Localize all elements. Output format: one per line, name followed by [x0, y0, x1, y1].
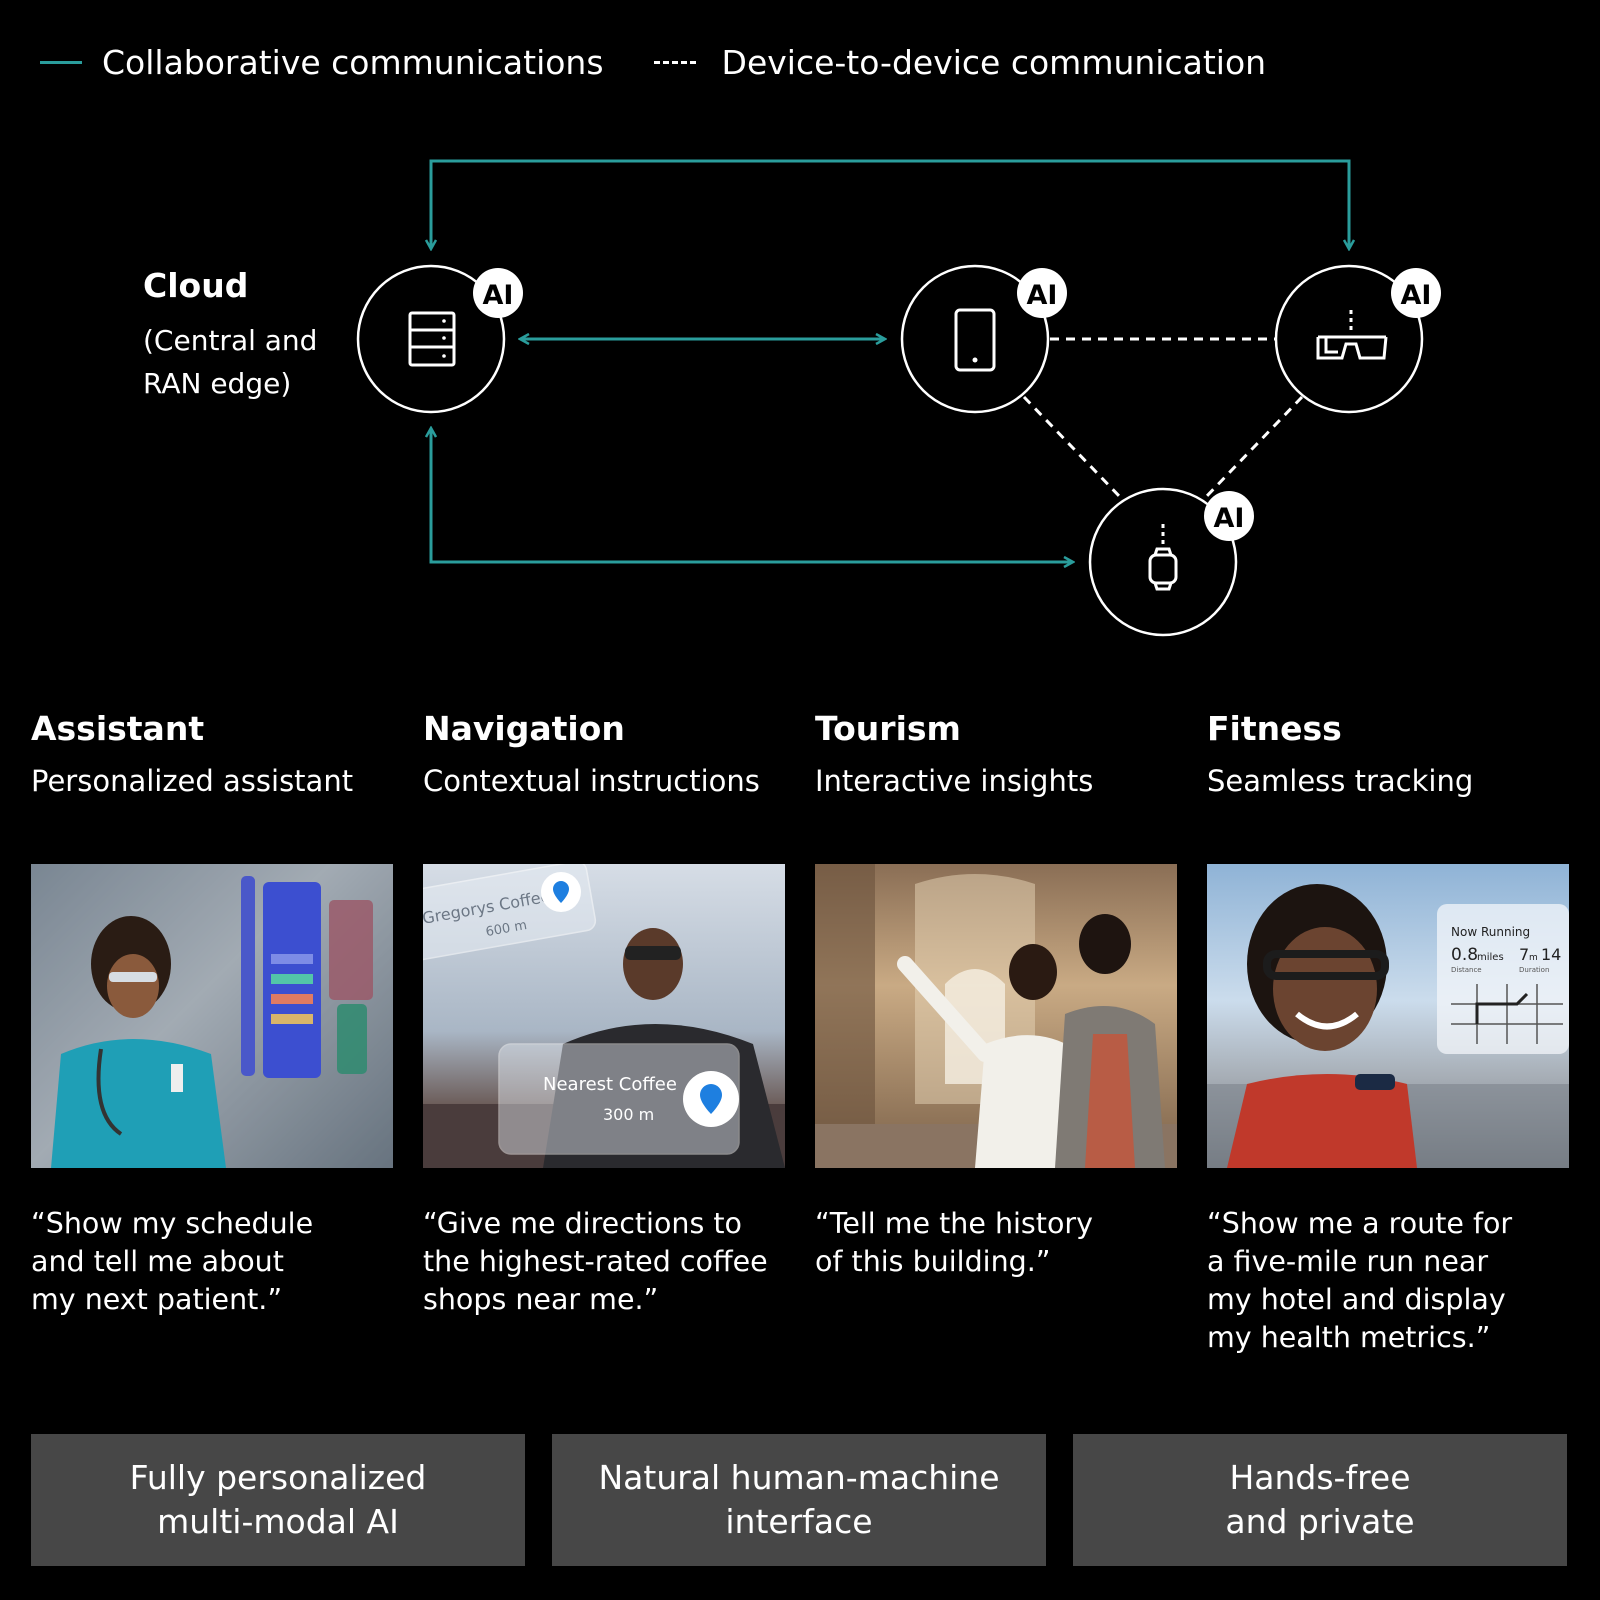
usecase-title: Fitness	[1207, 709, 1342, 748]
benefit-line: multi-modal AI	[157, 1502, 399, 1541]
quote-line: shops near me.”	[423, 1283, 659, 1316]
quote-line: the highest-rated coffee	[423, 1245, 768, 1278]
smartwatch-icon	[1148, 524, 1178, 591]
legend-collaborative-label: Collaborative communications	[102, 42, 604, 82]
cloud-title: Cloud	[143, 266, 249, 305]
benefit-line: Fully personalized	[129, 1458, 427, 1497]
benefit-line: Natural human-machine	[598, 1458, 1000, 1497]
benefit-box-hands-free: Hands-free and private	[1073, 1434, 1567, 1566]
usecase-title: Navigation	[423, 709, 625, 748]
quote-line: my health metrics.”	[1207, 1321, 1491, 1354]
d2d-glasses-watch	[1202, 395, 1304, 501]
usecase-title: Assistant	[31, 709, 205, 748]
benefit-line: and private	[1225, 1502, 1415, 1541]
quote-line: “Tell me the history	[815, 1207, 1093, 1240]
svg-text:Nearest Coffee: Nearest Coffee	[543, 1074, 677, 1095]
usecase-subtitle: Contextual instructions	[423, 764, 760, 798]
usecase-navigation: Navigation Contextual instructions Grego…	[423, 705, 785, 1316]
usecase-subtitle: Personalized assistant	[31, 764, 354, 798]
quote-line: and tell me about	[31, 1245, 284, 1278]
navigation-photo: Gregorys Coffee 600 m Nearest Coffee 300…	[423, 864, 785, 1168]
smart-glasses-icon	[1316, 310, 1388, 360]
svg-text:300 m: 300 m	[603, 1105, 654, 1124]
usecase-subtitle: Seamless tracking	[1207, 764, 1474, 798]
d2d-phone-watch	[1022, 395, 1124, 501]
legend-collaborative: Collaborative communications	[40, 43, 604, 82]
ai-badge: AI	[1391, 268, 1441, 318]
svg-text:AI: AI	[1214, 503, 1245, 534]
usecase-quote: “Give me directions to the highest-rated…	[423, 1205, 785, 1319]
svg-text:AI: AI	[1027, 280, 1058, 311]
svg-text:0.8: 0.8	[1451, 945, 1478, 965]
quote-line: a five-mile run near	[1207, 1245, 1489, 1278]
svg-text:Duration: Duration	[1519, 966, 1549, 974]
ai-badge: AI	[473, 268, 523, 318]
benefit-box-personalized: Fully personalized multi-modal AI	[31, 1434, 525, 1566]
cloud-subtitle-line1: (Central and	[143, 324, 318, 357]
link-cloud-watch	[431, 428, 1073, 562]
benefit-box-interface: Natural human-machine interface	[552, 1434, 1046, 1566]
ai-badge: AI	[1204, 491, 1254, 541]
usecase-subtitle: Interactive insights	[815, 764, 1094, 798]
usecase-quote: “Show my schedule and tell me about my n…	[31, 1205, 393, 1319]
node-phone: AI	[900, 264, 1067, 414]
usecase-fitness: Fitness Seamless tracking Now Running 0.…	[1207, 705, 1569, 1354]
svg-text:7: 7	[1519, 945, 1529, 964]
quote-line: of this building.”	[815, 1245, 1051, 1278]
usecase-title: Tourism	[815, 709, 961, 748]
benefit-line: interface	[725, 1502, 873, 1541]
svg-text:AI: AI	[1401, 280, 1432, 311]
legend-device-to-device: Device-to-device communication	[653, 42, 1267, 82]
node-glasses: AI	[1274, 264, 1441, 414]
quote-line: “Give me directions to	[423, 1207, 742, 1240]
ai-badge: AI	[1017, 268, 1067, 318]
dashed-line-swatch	[653, 60, 696, 64]
svg-text:Distance: Distance	[1451, 966, 1482, 974]
svg-text:600 m: 600 m	[485, 918, 529, 940]
svg-text:miles: miles	[1477, 952, 1504, 963]
usecase-quote: “Show me a route for a five-mile run nea…	[1207, 1205, 1569, 1357]
smartphone-icon	[954, 308, 996, 372]
quote-line: my hotel and display	[1207, 1283, 1506, 1316]
usecase-quote: “Tell me the history of this building.”	[815, 1205, 1177, 1281]
cloud-subtitle-line2: RAN edge)	[143, 367, 292, 400]
assistant-photo	[31, 864, 393, 1168]
node-cloud: AI	[356, 264, 523, 414]
fitness-photo: Now Running 0.8 miles Distance 7 m 14 Du…	[1207, 864, 1569, 1168]
svg-text:m: m	[1529, 953, 1538, 963]
usecase-tourism: Tourism Interactive insights “Tell me th…	[815, 705, 1177, 1278]
quote-line: “Show me a route for	[1207, 1207, 1513, 1240]
benefit-line: Hands-free	[1229, 1458, 1411, 1497]
legend-device-to-device-label: Device-to-device communication	[721, 42, 1267, 82]
svg-text:Now Running: Now Running	[1451, 925, 1530, 939]
server-icon	[408, 311, 456, 367]
legend: Collaborative communications Device-to-d…	[40, 38, 1316, 86]
usecase-assistant: Assistant Personalized assistant “Show m…	[31, 705, 393, 1316]
architecture-diagram: AI AI AI	[356, 159, 1441, 637]
quote-line: “Show my schedule	[31, 1207, 314, 1240]
link-cloud-glasses	[431, 159, 1349, 249]
svg-text:14: 14	[1541, 945, 1561, 964]
solid-line-swatch	[40, 60, 82, 64]
quote-line: my next patient.”	[31, 1283, 283, 1316]
node-watch: AI	[1088, 487, 1254, 637]
tourism-photo	[815, 864, 1177, 1168]
cloud-label: Cloud (Central and RAN edge)	[143, 266, 317, 405]
svg-text:AI: AI	[483, 280, 514, 311]
